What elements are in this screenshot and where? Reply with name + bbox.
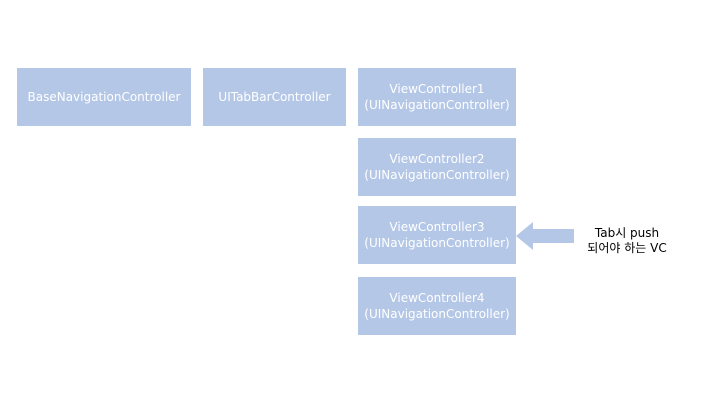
base-navigation-controller-box: BaseNavigationController	[17, 68, 191, 126]
push-annotation-line2: 되어야 하는 VC	[587, 241, 667, 255]
push-annotation: Tab시 push 되어야 하는 VC	[572, 226, 682, 256]
view-controller-4-name: ViewController4	[389, 291, 485, 305]
view-controller-3-type: (UINavigationController)	[364, 236, 510, 250]
arrow-shape	[516, 222, 574, 250]
base-navigation-controller-label: BaseNavigationController	[27, 90, 181, 104]
view-controller-2-type: (UINavigationController)	[364, 168, 510, 182]
view-controller-3-box: ViewController3 (UINavigationController)	[358, 206, 516, 264]
push-annotation-line1: Tab시 push	[594, 226, 660, 240]
view-controller-4-type: (UINavigationController)	[364, 307, 510, 321]
view-controller-1-box: ViewController1 (UINavigationController)	[358, 68, 516, 126]
tab-bar-controller-label: UITabBarController	[218, 90, 331, 104]
view-controller-4-box: ViewController4 (UINavigationController)	[358, 277, 516, 335]
view-controller-2-name: ViewController2	[389, 152, 485, 166]
view-controller-1-name: ViewController1	[389, 82, 485, 96]
view-controller-1-type: (UINavigationController)	[364, 98, 510, 112]
tab-bar-controller-box: UITabBarController	[203, 68, 346, 126]
view-controller-2-box: ViewController2 (UINavigationController)	[358, 138, 516, 196]
view-controller-3-name: ViewController3	[389, 220, 485, 234]
left-arrow-icon	[516, 222, 574, 250]
